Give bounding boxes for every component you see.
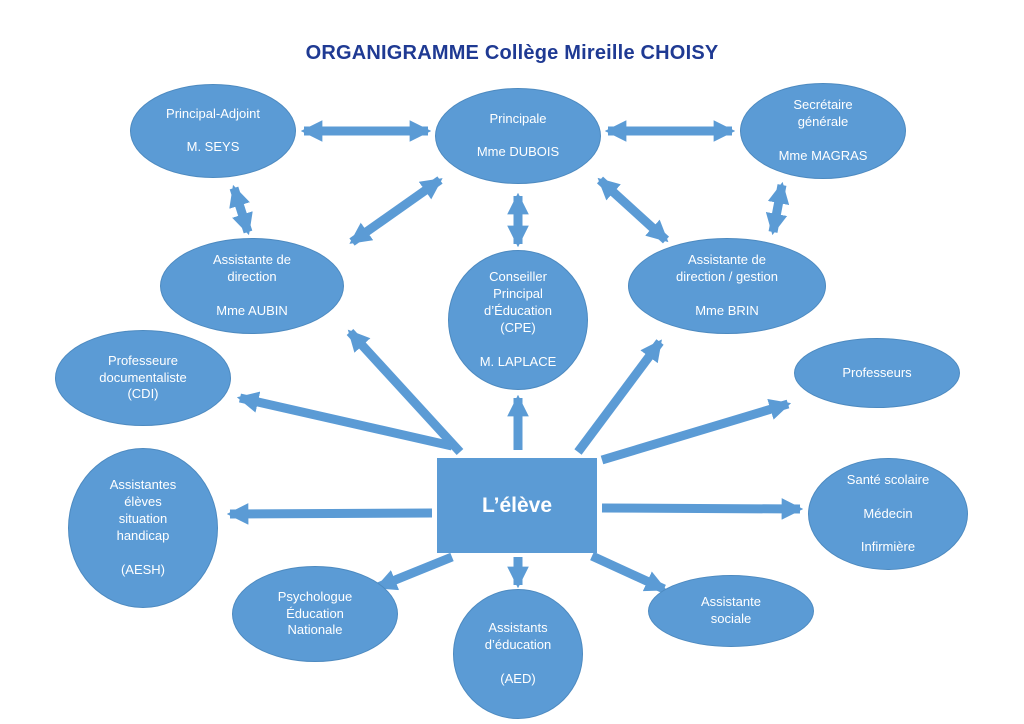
arrow-eleve-psychologue — [374, 552, 454, 592]
arrow-eleve-brin — [574, 339, 664, 455]
arrow-eleve-cdi — [236, 391, 453, 451]
node-assistante-sociale: Assistante sociale — [648, 575, 814, 647]
arrow-principale-brin — [596, 176, 670, 244]
arrow-principale-aubin — [349, 176, 443, 246]
node-assistante-direction: Assistante de direction Mme AUBIN — [160, 238, 344, 334]
node-psychologue: Psychologue Éducation Nationale — [232, 566, 398, 662]
node-aesh: Assistantes élèves situation handicap (A… — [68, 448, 218, 608]
node-professeure-documentaliste: Professeure documentaliste (CDI) — [55, 330, 231, 426]
page-title: ORGANIGRAMME Collège Mireille CHOISY — [305, 42, 719, 64]
arrow-eleve-sociale — [590, 551, 667, 594]
node-sante-scolaire: Santé scolaire Médecin Infirmière — [808, 458, 968, 570]
node-cpe: Conseiller Principal d’Éducation (CPE) M… — [448, 250, 588, 390]
arrow-eleve-aesh — [226, 503, 433, 525]
arrow-eleve-professeurs — [600, 398, 792, 465]
node-assistante-direction-gestion: Assistante de direction / gestion Mme BR… — [628, 238, 826, 334]
arrow-eleve-sante — [601, 498, 804, 520]
node-secretaire-generale: Secrétaire générale Mme MAGRAS — [740, 83, 906, 179]
node-principale: Principale Mme DUBOIS — [435, 88, 601, 184]
arrow-secretaire-brin — [765, 181, 790, 236]
arrow-adjoint-aubin — [229, 184, 253, 236]
node-professeurs: Professeurs — [794, 338, 960, 408]
arrow-eleve-aubin — [346, 328, 464, 456]
node-principal-adjoint: Principal-Adjoint M. SEYS — [130, 84, 296, 178]
node-eleve: L’élève — [437, 458, 597, 553]
node-aed: Assistants d’éducation (AED) — [453, 589, 583, 719]
